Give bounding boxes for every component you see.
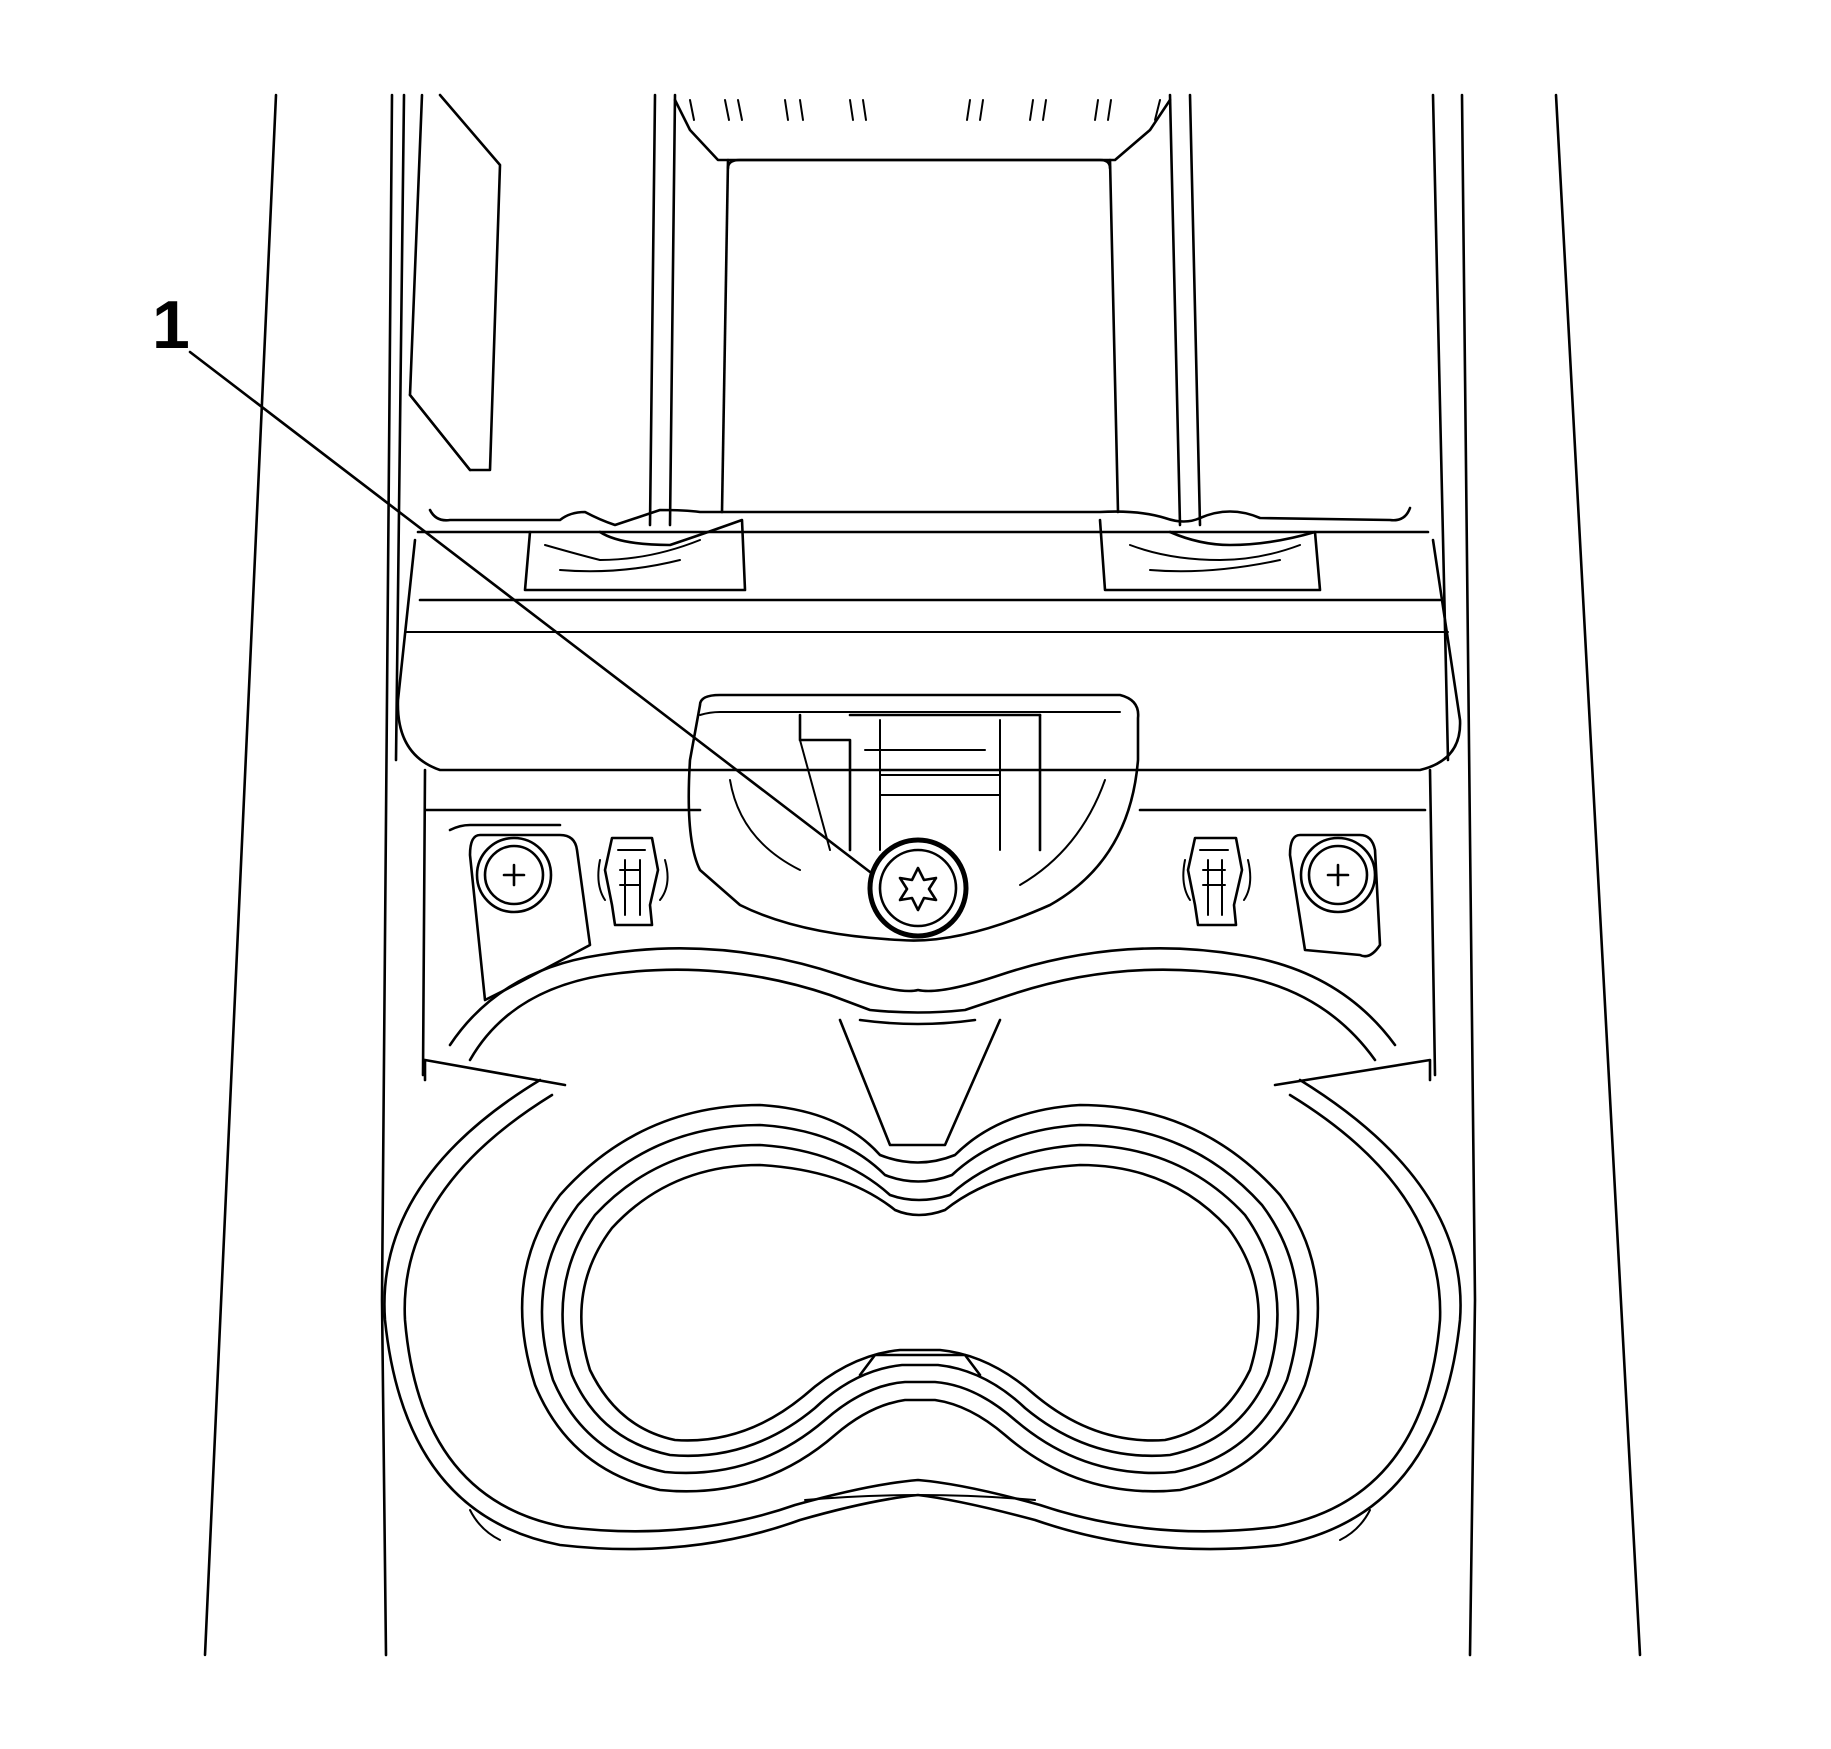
left-side-slot (408, 93, 502, 472)
latch-pocket (687, 693, 1140, 942)
torx-screw (867, 837, 969, 939)
console-side-lines (203, 93, 1642, 1657)
callout-1-label: 1 (152, 287, 190, 363)
front-lip (396, 506, 1462, 772)
left-retainer-clip (597, 836, 669, 927)
cup-holder (383, 947, 1462, 1551)
lower-frame (421, 768, 1437, 1077)
upper-housing (648, 93, 1202, 527)
callout-1: 1 (152, 287, 872, 874)
right-phillips-screw (1288, 833, 1382, 958)
right-retainer-clip (1182, 836, 1252, 927)
